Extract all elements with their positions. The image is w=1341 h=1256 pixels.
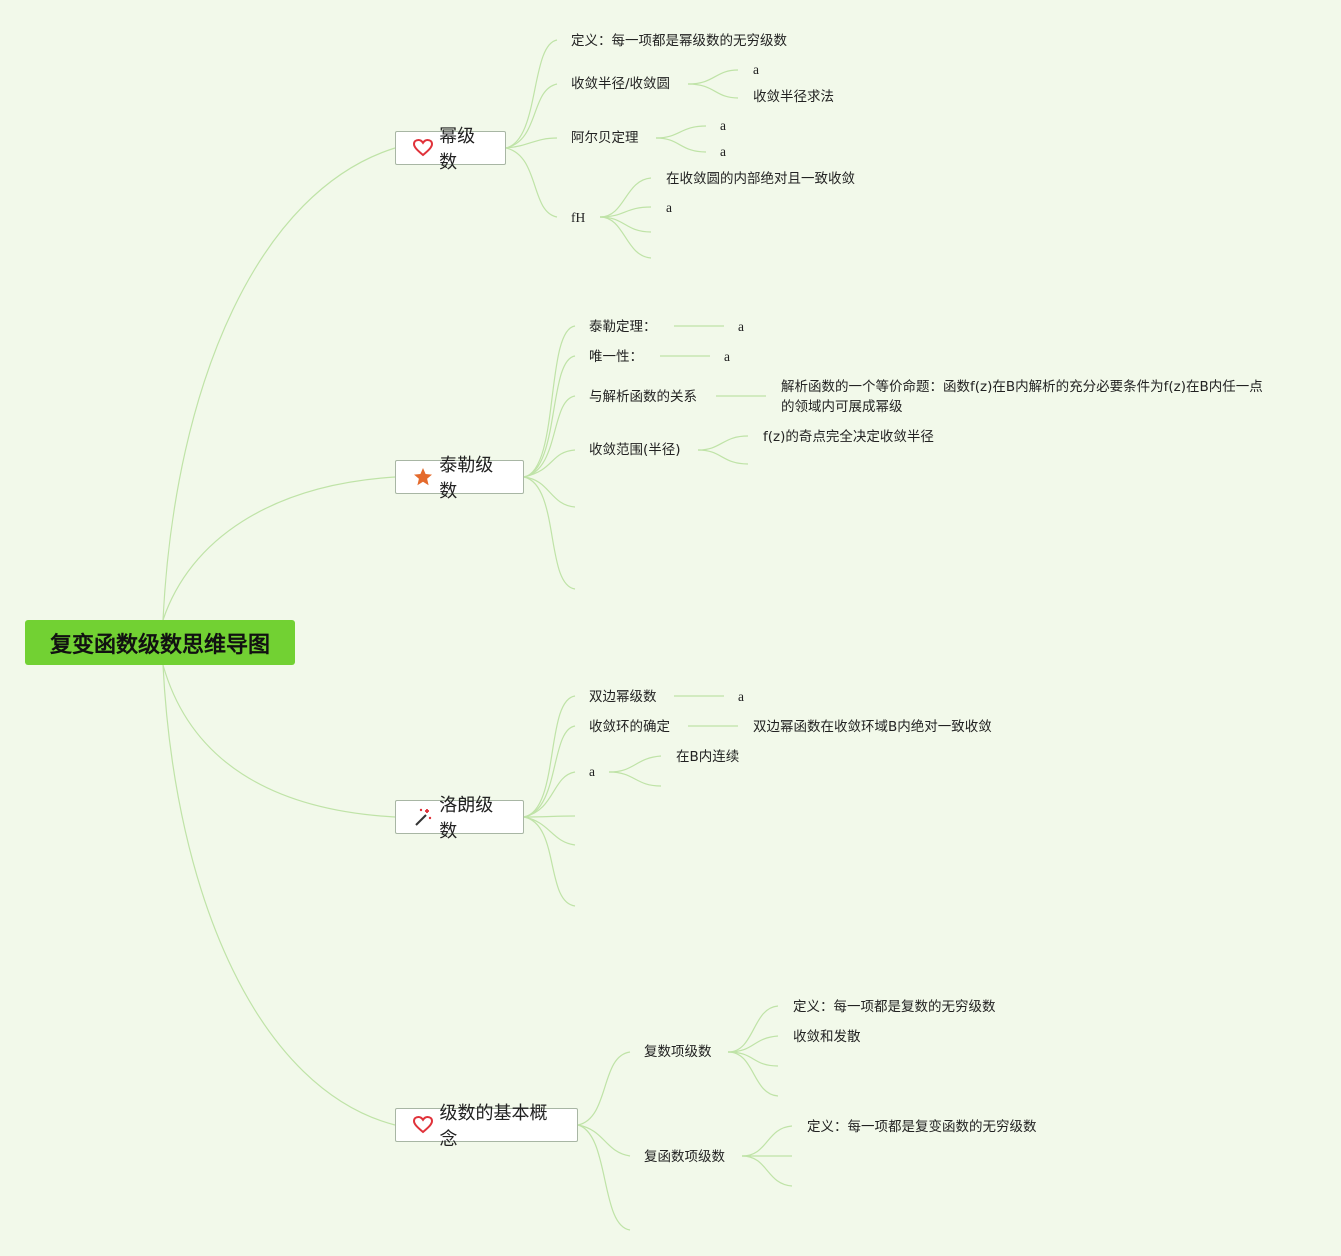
taylor-uniqueness-leaf[interactable]: a — [724, 349, 730, 364]
power-radius-leaf-1[interactable]: a — [753, 62, 759, 77]
root-topic[interactable]: 复变函数级数思维导图 — [25, 620, 295, 665]
power-abel-leaf-1[interactable]: a — [720, 118, 726, 133]
branch-label: 洛朗级数 — [439, 795, 494, 842]
power-radius-leaf-2[interactable]: 收敛半径求法 — [753, 89, 834, 105]
taylor-range-leaf[interactable]: f(z)的奇点完全决定收敛半径 — [763, 429, 934, 445]
taylor-uniqueness[interactable]: 唯一性： — [589, 349, 643, 365]
basic-complex-series[interactable]: 复数项级数 — [644, 1044, 712, 1060]
taylor-relation[interactable]: 与解析函数的关系 — [589, 389, 697, 405]
branch-label: 幂级数 — [439, 126, 476, 173]
power-abel-leaf-2[interactable]: a — [720, 144, 726, 159]
taylor-relation-leaf-line-1: 解析函数的一个等价命题：函数f(z)在B内解析的充分必要条件为f(z)在B内任一… — [781, 379, 1263, 395]
taylor-theorem-leaf[interactable]: a — [738, 319, 744, 334]
power-fh-leaf-1[interactable]: 在收敛圆的内部绝对且一致收敛 — [666, 171, 855, 187]
branch-label: 泰勒级数 — [439, 455, 494, 502]
basic-complex-func-series-leaf-1[interactable]: 定义：每一项都是复变函数的无穷级数 — [807, 1119, 1037, 1135]
branch-basic-concepts[interactable]: 级数的基本概念 — [395, 1103, 578, 1150]
branch-power-series[interactable]: 幂级数 — [395, 126, 506, 173]
power-fh-leaf-2[interactable]: a — [666, 200, 672, 215]
taylor-theorem[interactable]: 泰勒定理： — [589, 319, 657, 335]
taylor-relation-leaf[interactable]: 解析函数的一个等价命题：函数f(z)在B内解析的充分必要条件为f(z)在B内任一… — [781, 377, 1263, 417]
heart-icon — [412, 1114, 434, 1136]
basic-complex-series-leaf-2[interactable]: 收敛和发散 — [793, 1029, 861, 1045]
power-abel[interactable]: 阿尔贝定理 — [571, 130, 639, 146]
laurent-a-node[interactable]: a — [589, 764, 595, 779]
branch-laurent-series[interactable]: 洛朗级数 — [395, 795, 524, 842]
basic-complex-series-leaf-1[interactable]: 定义：每一项都是复数的无穷级数 — [793, 999, 996, 1015]
heart-icon — [412, 137, 433, 159]
power-definition[interactable]: 定义：每一项都是幂级数的无穷级数 — [571, 33, 787, 49]
star-icon — [412, 466, 433, 488]
laurent-ring[interactable]: 收敛环的确定 — [589, 719, 670, 735]
laurent-ring-leaf[interactable]: 双边幂函数在收敛环域B内绝对一致收敛 — [753, 719, 992, 735]
taylor-range[interactable]: 收敛范围(半径) — [589, 442, 681, 458]
power-radius[interactable]: 收敛半径/收敛圆 — [571, 76, 671, 92]
branch-taylor-series[interactable]: 泰勒级数 — [395, 455, 524, 502]
laurent-bilateral[interactable]: 双边幂级数 — [589, 689, 657, 705]
basic-complex-func-series[interactable]: 复函数项级数 — [644, 1149, 725, 1165]
laurent-bilateral-leaf[interactable]: a — [738, 689, 744, 704]
taylor-relation-leaf-line-2: 的领域内可展成幂级 — [781, 399, 903, 415]
magic-wand-icon — [412, 806, 433, 828]
power-fh[interactable]: fH — [571, 210, 586, 225]
laurent-a-leaf[interactable]: 在B内连续 — [676, 749, 740, 765]
branch-label: 级数的基本概念 — [439, 1103, 548, 1150]
